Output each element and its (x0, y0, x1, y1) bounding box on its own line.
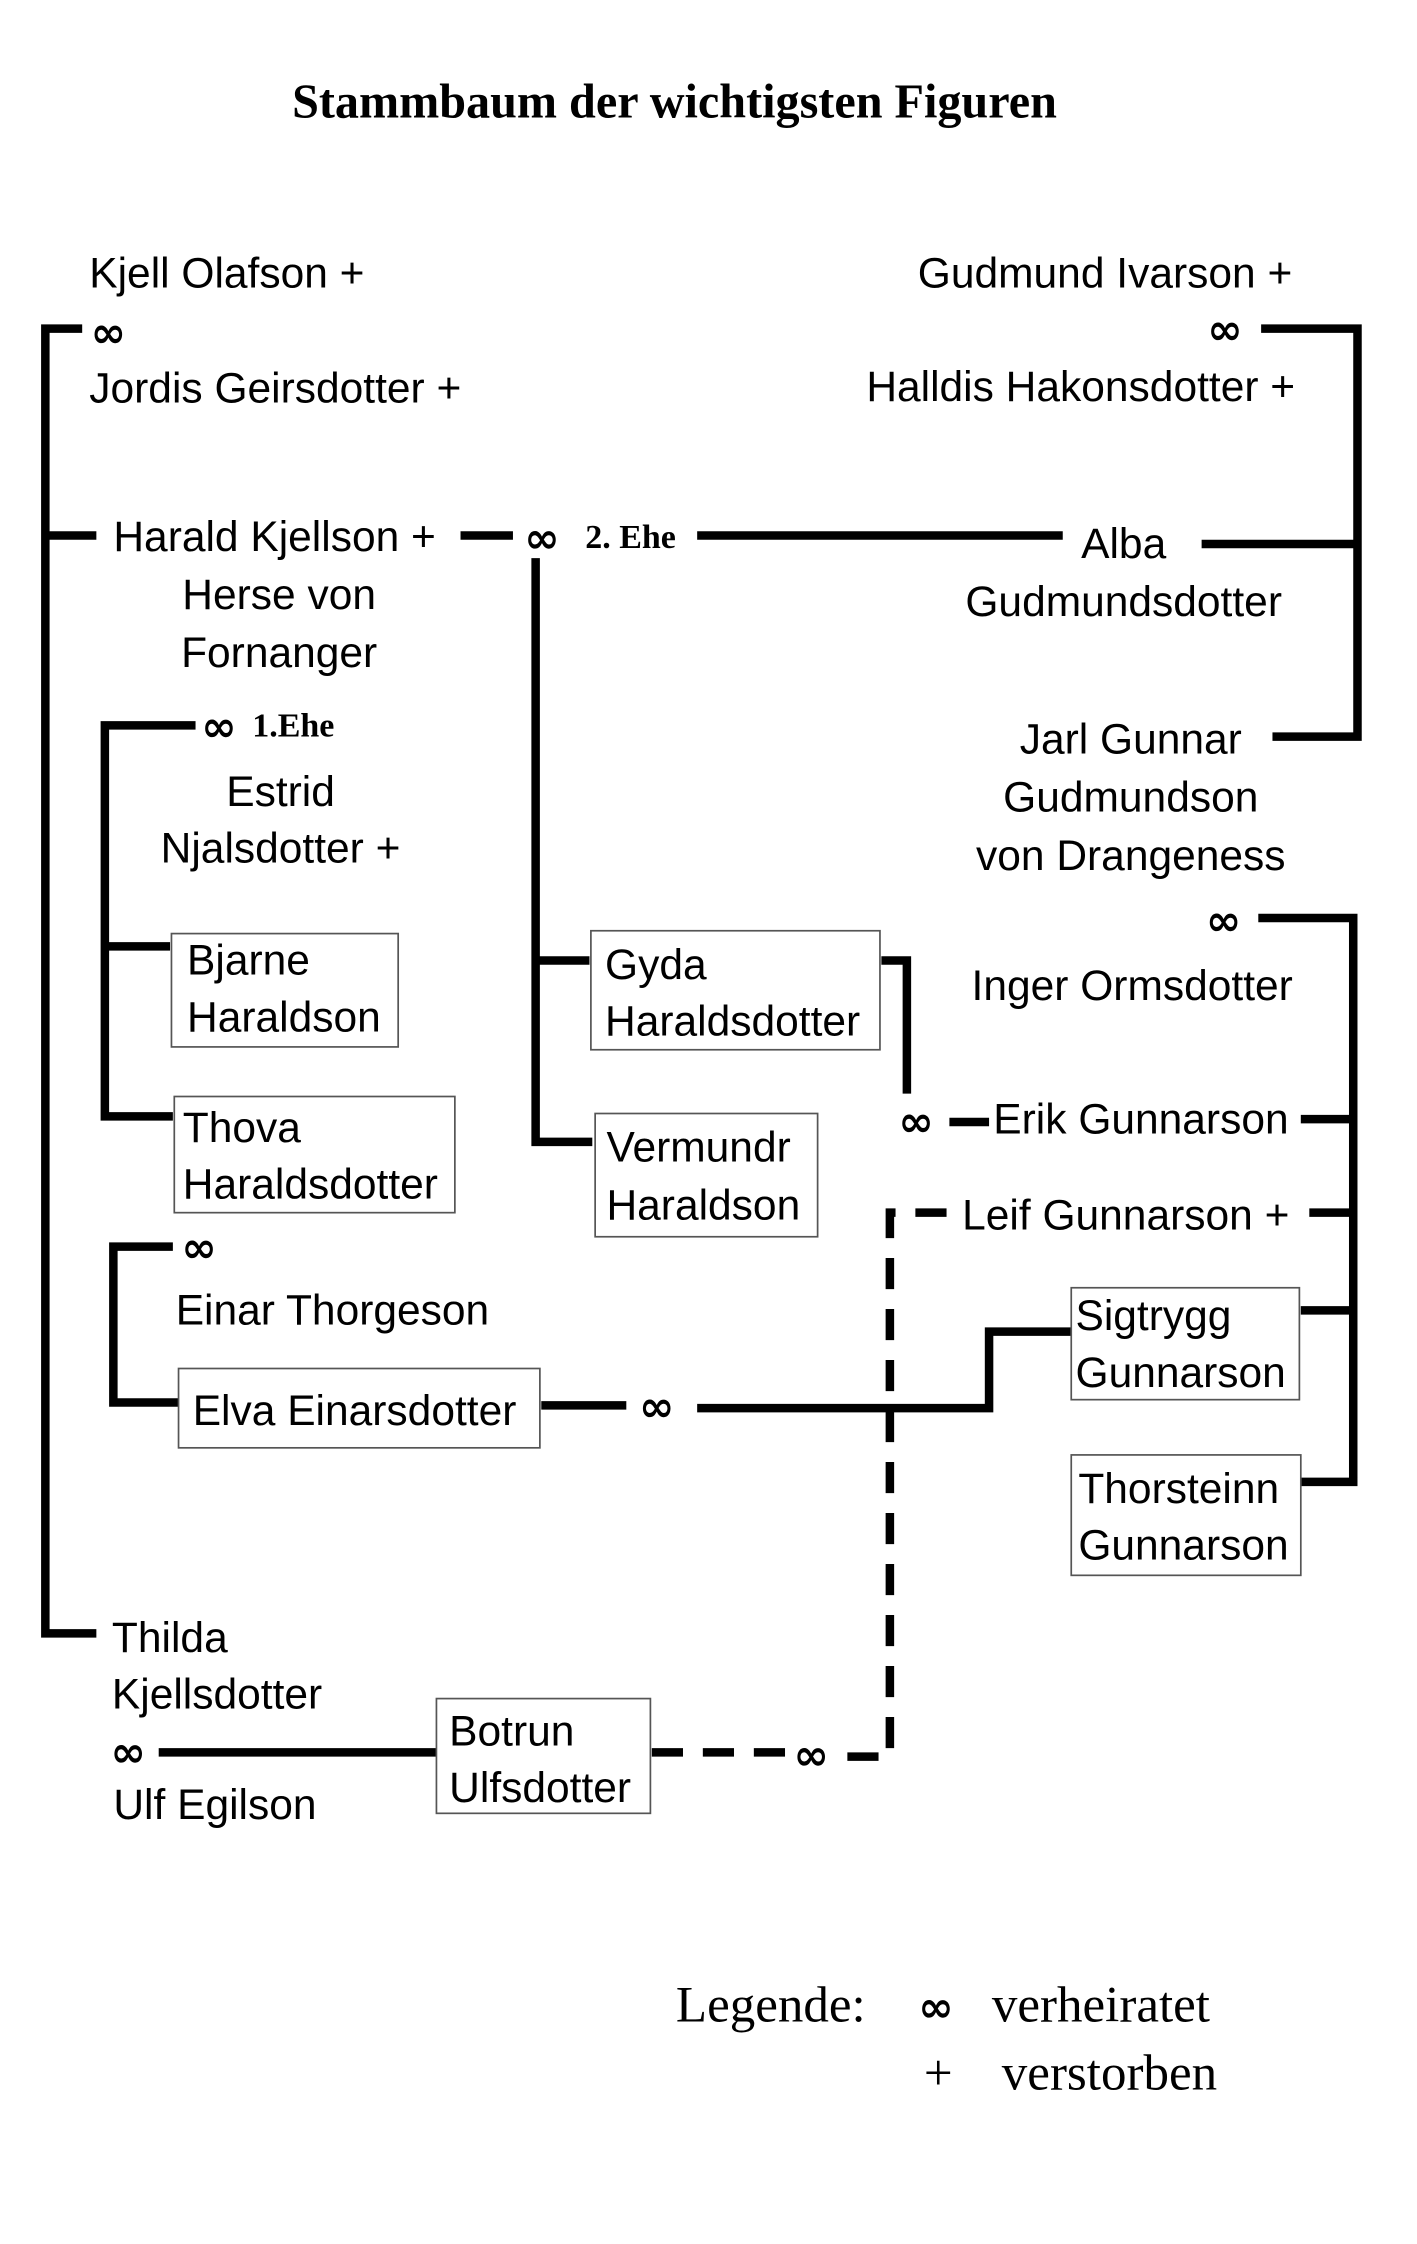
line-thova-marriage-spine (109, 1242, 179, 1407)
person-harald-line1: Harald Kjellson + (113, 514, 436, 561)
marriage-label-2ehe: 2. Ehe (585, 519, 676, 556)
person-estrid-line2: Njalsdotter + (161, 826, 401, 873)
person-estrid-line1: Estrid (226, 769, 335, 816)
person-alba-line2: Gudmundsdotter (965, 579, 1282, 626)
marriage-label-1ehe: 1.Ehe (252, 708, 334, 745)
person-einar: Einar Thorgeson (176, 1288, 489, 1335)
person-vermundr-line2: Haraldson (606, 1183, 800, 1230)
line-gyda-marriage (881, 956, 912, 1094)
person-erik: Erik Gunnarson (993, 1096, 1288, 1143)
legend-married-text: verheiratet (992, 1978, 1210, 2034)
person-kjell: Kjell Olafson + (89, 251, 364, 298)
box-thova (173, 1095, 456, 1214)
person-ulf: Ulf Egilson (113, 1782, 316, 1829)
box-botrun (435, 1697, 652, 1815)
marriage-symbol-gunnar: ∞ (1206, 897, 1241, 946)
marriage-symbol-1ehe: ∞ (201, 703, 236, 752)
person-elva: Elva Einarsdotter (193, 1388, 517, 1435)
person-thilda-line1: Thilda (112, 1615, 228, 1662)
box-elva (177, 1367, 541, 1449)
person-harald-line3: Fornanger (181, 630, 377, 677)
person-sigtrygg-line1: Sigtrygg (1076, 1293, 1232, 1340)
connectors (41, 324, 1362, 1761)
line-gudmund-spine (1261, 324, 1362, 741)
line-marriage2-children-spine (531, 558, 593, 1147)
person-gunnar-line1: Jarl Gunnar (1020, 717, 1242, 764)
box-thorsteinn (1070, 1454, 1302, 1577)
person-harald-line2: Herse von (182, 572, 376, 619)
marriage-symbol-thilda: ∞ (111, 1729, 146, 1778)
person-gyda-line1: Gyda (605, 942, 707, 989)
marriage-symbol-botrun: ∞ (794, 1731, 829, 1780)
person-alba-line1: Alba (1081, 521, 1166, 568)
legend-label: Legende: (676, 1978, 866, 2034)
person-gunnar-line3: von Drangeness (976, 833, 1286, 880)
person-gyda-line2: Haraldsdotter (605, 999, 860, 1046)
line-leif-botrun-dashed (841, 1208, 947, 1761)
page-title: Stammbaum der wichtigsten Figuren (292, 76, 1057, 129)
person-leif: Leif Gunnarson + (962, 1193, 1289, 1240)
marriage-symbol-erik: ∞ (898, 1098, 933, 1147)
line-marriage-to-sigtrygg (697, 1327, 1072, 1413)
person-thorsteinn-line2: Gunnarson (1078, 1523, 1288, 1570)
box-bjarne (170, 932, 400, 1048)
marriage-symbol-elva: ∞ (639, 1383, 674, 1432)
person-bjarne-line2: Haraldson (187, 994, 381, 1041)
marriage-symbol-thova: ∞ (181, 1224, 216, 1273)
line-gunnar-children-spine (1258, 913, 1358, 1487)
box-sigtrygg (1070, 1286, 1301, 1401)
person-botrun-line1: Botrun (449, 1708, 574, 1755)
person-thilda-line2: Kjellsdotter (112, 1672, 322, 1719)
person-gudmund: Gudmund Ivarson + (918, 251, 1292, 298)
line-kjell-children-spine (41, 324, 97, 1638)
person-vermundr-line1: Vermundr (606, 1125, 790, 1172)
marriage-symbol-kjell: ∞ (91, 309, 126, 358)
person-gunnar-line2: Gudmundson (1003, 775, 1258, 822)
legend-deceased-icon: + (924, 2046, 953, 2102)
box-gyda (590, 929, 881, 1051)
line-marriage1-children-spine (100, 721, 196, 1121)
box-vermundr (594, 1112, 819, 1238)
person-thova-line2: Haraldsdotter (183, 1162, 438, 1209)
person-sigtrygg-line2: Gunnarson (1076, 1350, 1286, 1397)
person-botrun-line2: Ulfsdotter (449, 1765, 631, 1812)
person-jordis: Jordis Geirsdotter + (89, 365, 461, 412)
legend: Legende: ∞ verheiratet + verstorben (676, 1978, 1217, 2102)
marriage-symbol-2ehe: ∞ (524, 515, 559, 564)
person-thorsteinn-line1: Thorsteinn (1078, 1466, 1279, 1513)
marriage-symbol-gudmund: ∞ (1207, 306, 1242, 355)
person-boxes (170, 929, 1302, 1815)
person-thova-line1: Thova (183, 1105, 301, 1152)
person-halldis: Halldis Hakonsdotter + (866, 364, 1295, 411)
person-bjarne-line1: Bjarne (187, 938, 310, 985)
legend-deceased-text: verstorben (1002, 2046, 1217, 2102)
person-inger: Inger Ormsdotter (972, 963, 1293, 1010)
legend-married-icon: ∞ (918, 1984, 953, 2033)
